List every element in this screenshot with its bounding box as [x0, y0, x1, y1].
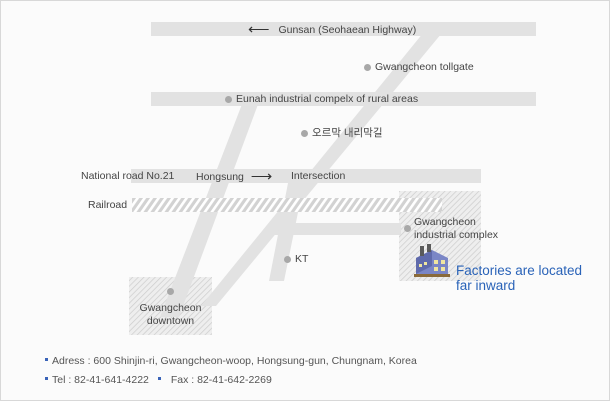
location-dot-icon [364, 63, 371, 71]
address-line: Adress : 600 Shinjin-ri, Gwangcheon-woop… [45, 355, 417, 368]
location-dot-icon [404, 225, 411, 232]
kt-label: KT [284, 253, 308, 266]
road-diagonal-main [201, 22, 451, 306]
gunsan-road-label: ⟵ Gunsan (Seohaean Highway) [248, 21, 417, 38]
tollgate-label: Gwangcheon tollgate [364, 61, 474, 74]
road-to-complex [271, 223, 401, 235]
railroad-label: Railroad [88, 199, 128, 211]
location-dot-icon [225, 95, 232, 103]
railroad-track [132, 198, 442, 212]
bullet-icon [45, 377, 48, 380]
factory-icon [414, 244, 450, 277]
eunah-label: Eunah industrial compelx of rural areas [225, 93, 418, 106]
bullet-icon [157, 377, 161, 380]
intersection-label: Intersection [291, 170, 346, 182]
location-dot-icon [301, 129, 308, 137]
national-road-label: National road No.21 [81, 170, 175, 182]
downtown-label: Gwangcheon downtown [129, 285, 212, 328]
hongsung-label: Hongsung ⟶ [196, 168, 273, 185]
factories-note: Factories are located far inward [456, 263, 583, 293]
arrow-left-icon: ⟵ [248, 21, 270, 38]
industrial-complex-label: Gwangcheon industrial complex [404, 216, 498, 242]
arrow-right-icon: ⟶ [250, 168, 273, 185]
location-dot-icon [284, 255, 291, 263]
location-dot-icon [167, 287, 174, 295]
phone-line: Tel : 82-41-641-4222 Fax : 82-41-642-226… [45, 374, 272, 387]
korean-road-label: 오르막 내리막길 [301, 127, 383, 140]
bullet-icon [45, 358, 48, 361]
